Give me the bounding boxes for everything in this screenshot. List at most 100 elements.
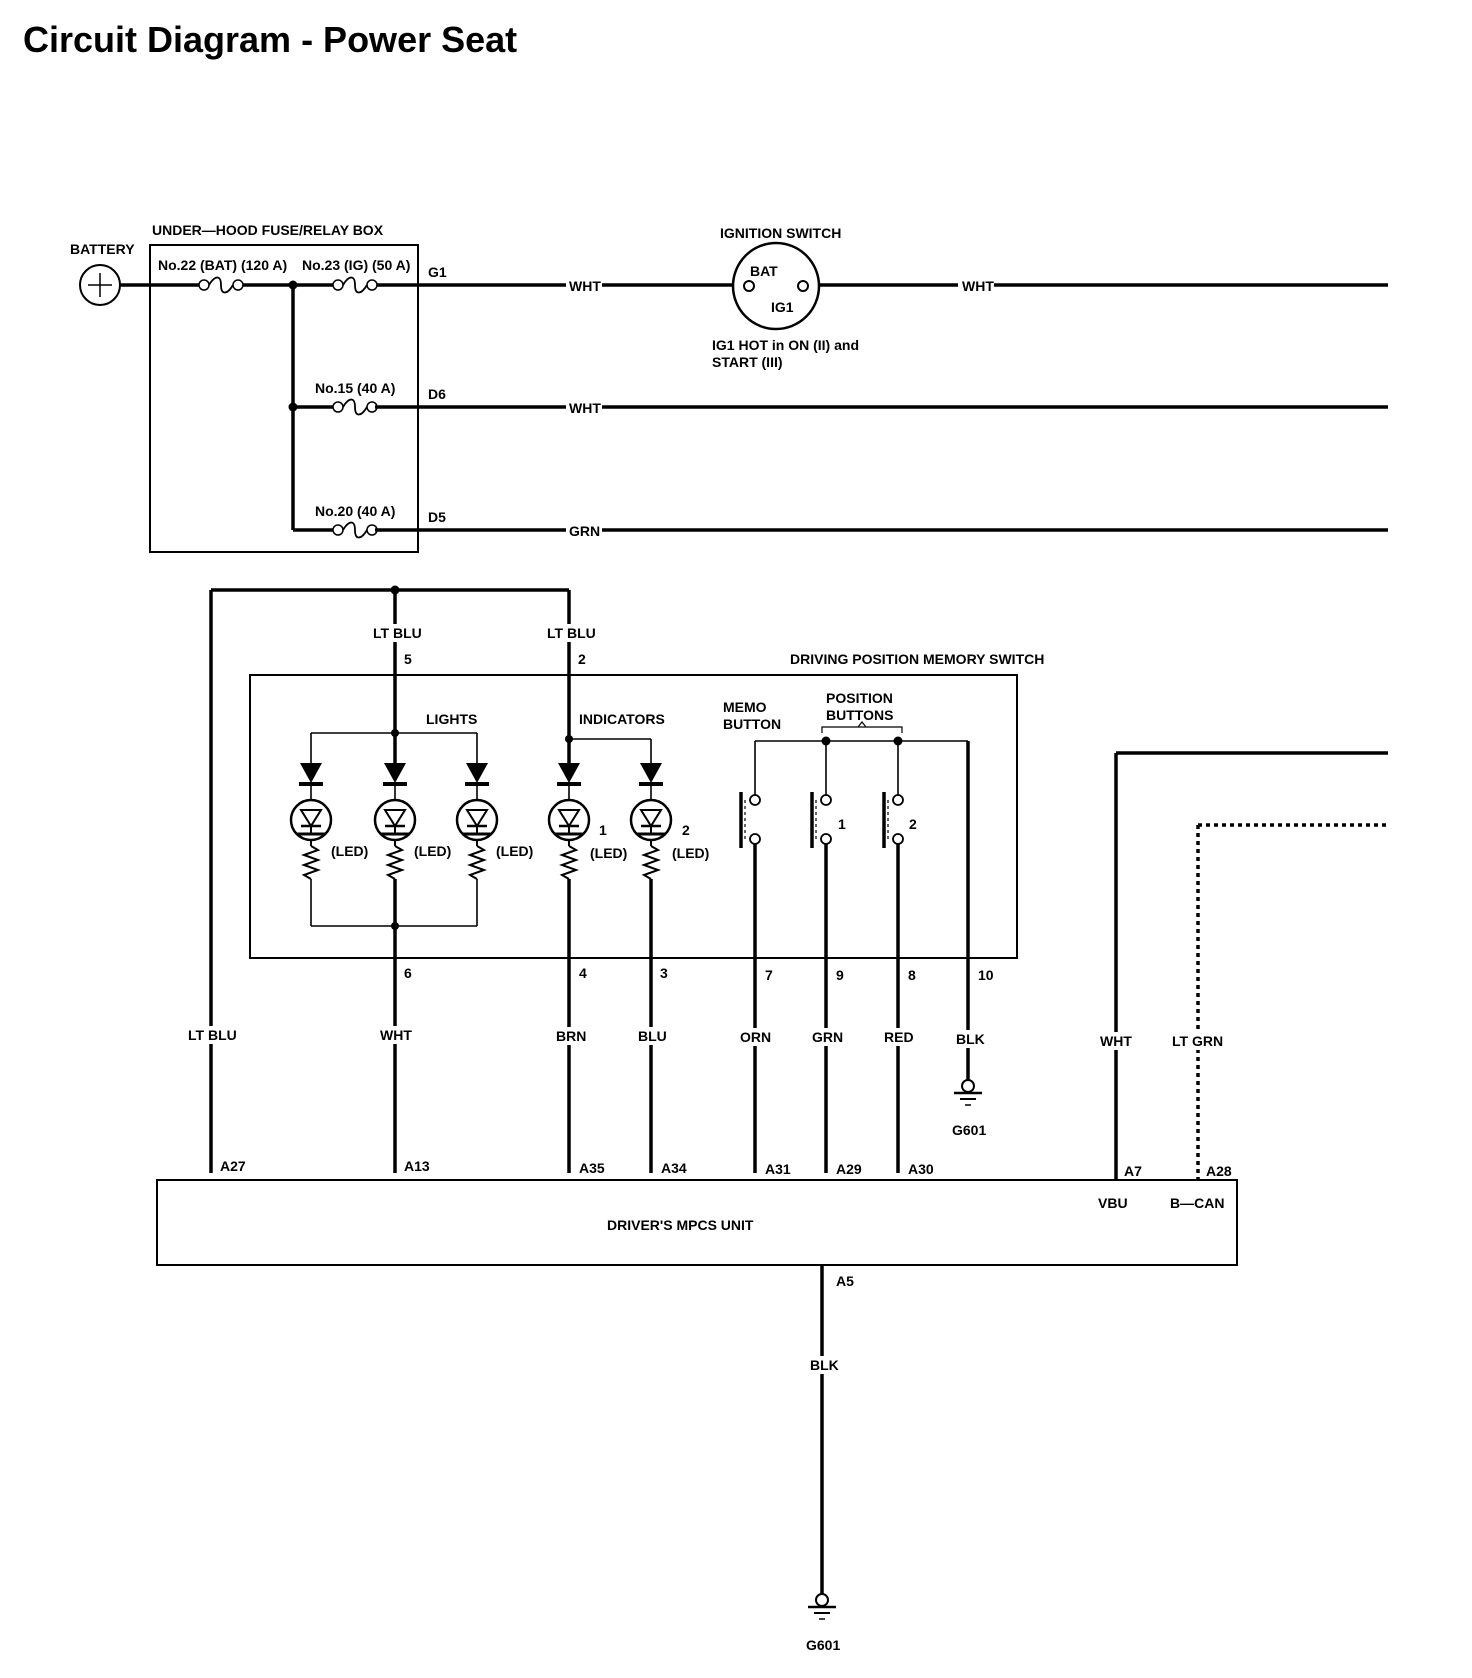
wire-label-lt-blu: LT BLU xyxy=(547,625,596,641)
fuse-box-outline xyxy=(149,244,419,553)
pin-2-label: 2 xyxy=(578,651,586,667)
memo-button-label-line1: MEMO xyxy=(723,699,767,715)
led-icon xyxy=(373,792,417,881)
led-icon xyxy=(547,792,591,881)
wire-label-lt-blu: LT BLU xyxy=(373,625,422,641)
indicator-num-2: 2 xyxy=(682,822,690,838)
pin-a31-label: A31 xyxy=(765,1161,791,1177)
ignition-ig1-label: IG1 xyxy=(771,299,794,315)
pin-a7-label: A7 xyxy=(1124,1163,1142,1179)
mpcs-unit-label: DRIVER'S MPCS UNIT xyxy=(607,1217,754,1233)
pin-a34-label: A34 xyxy=(661,1160,687,1176)
battery-icon xyxy=(79,264,121,306)
wire-label-wht: WHT xyxy=(569,278,601,294)
indicators-label: INDICATORS xyxy=(579,711,665,727)
ground-label: G601 xyxy=(806,1637,840,1653)
wire-label-wht: WHT xyxy=(1100,1033,1132,1049)
led-label: (LED) xyxy=(496,843,533,859)
wire-label-grn: GRN xyxy=(569,523,600,539)
wire-label-blu: BLU xyxy=(638,1028,667,1044)
wire-label-blk: BLK xyxy=(810,1357,839,1373)
pin-g1-label: G1 xyxy=(428,264,447,280)
fuse-20-icon xyxy=(332,521,378,539)
lights-label: LIGHTS xyxy=(426,711,477,727)
junction-dot xyxy=(565,735,573,743)
memory-switch-outline xyxy=(249,674,1018,959)
pin-10-label: 10 xyxy=(978,967,994,983)
position-switch-2-icon xyxy=(882,790,905,850)
diode-icon xyxy=(637,761,665,786)
fuse-22-label: No.22 (BAT) (120 A) xyxy=(158,257,287,273)
led-label: (LED) xyxy=(414,843,451,859)
wire-label-wht: WHT xyxy=(962,278,994,294)
fuse-20-label: No.20 (40 A) xyxy=(315,503,395,519)
fuse-15-label: No.15 (40 A) xyxy=(315,380,395,396)
pin-a29-label: A29 xyxy=(836,1161,862,1177)
led-icon xyxy=(629,792,673,881)
ignition-bat-label: BAT xyxy=(750,263,778,279)
led-label: (LED) xyxy=(331,843,368,859)
wire-label-brn: BRN xyxy=(556,1028,586,1044)
pin-4-label: 4 xyxy=(579,965,587,981)
position-switch-num-1: 1 xyxy=(838,816,846,832)
pin-a28-label: A28 xyxy=(1206,1163,1232,1179)
pin-8-label: 8 xyxy=(908,967,916,983)
indicator-num-1: 1 xyxy=(599,822,607,838)
bcan-label: B—CAN xyxy=(1170,1195,1224,1211)
battery-label: BATTERY xyxy=(70,241,135,257)
position-switch-1-icon xyxy=(810,790,833,850)
memory-switch-label: DRIVING POSITION MEMORY SWITCH xyxy=(790,651,1044,667)
position-buttons-brace xyxy=(821,721,903,733)
vbu-label: VBU xyxy=(1098,1195,1128,1211)
wire-label-lt-grn: LT GRN xyxy=(1172,1033,1223,1049)
pin-9-label: 9 xyxy=(836,967,844,983)
ignition-switch-label: IGNITION SWITCH xyxy=(720,225,841,241)
pin-6-label: 6 xyxy=(404,965,412,981)
junction-dot xyxy=(288,280,298,290)
pin-a30-label: A30 xyxy=(908,1161,934,1177)
wire-label-red: RED xyxy=(884,1029,914,1045)
mpcs-unit-outline xyxy=(156,1179,1238,1266)
junction-dot xyxy=(391,729,399,737)
pin-d6-label: D6 xyxy=(428,386,446,402)
fuse-22-icon xyxy=(198,276,244,294)
fuse-15-icon xyxy=(332,398,378,416)
pin-7-label: 7 xyxy=(765,967,773,983)
ignition-note-line1: IG1 HOT in ON (II) and xyxy=(712,337,859,353)
fuse-box-label: UNDER—HOOD FUSE/RELAY BOX xyxy=(152,222,384,238)
ground-icon xyxy=(952,1078,984,1107)
pin-a13-label: A13 xyxy=(404,1158,430,1174)
position-buttons-label-line1: POSITION xyxy=(826,690,893,706)
fuse-23-icon xyxy=(332,276,378,294)
led-icon xyxy=(455,792,499,881)
ignition-switch-icon xyxy=(731,241,821,331)
diode-icon xyxy=(555,761,583,786)
ignition-note-line2: START (III) xyxy=(712,354,783,370)
wire-label-orn: ORN xyxy=(740,1029,771,1045)
ground-icon xyxy=(806,1592,838,1621)
led-label: (LED) xyxy=(590,845,627,861)
diode-icon xyxy=(463,761,491,786)
fuse-23-label: No.23 (IG) (50 A) xyxy=(302,257,410,273)
led-label: (LED) xyxy=(672,845,709,861)
led-icon xyxy=(289,792,333,881)
pin-3-label: 3 xyxy=(660,965,668,981)
wire-label-wht: WHT xyxy=(380,1027,412,1043)
pin-a27-label: A27 xyxy=(220,1158,246,1174)
diode-icon xyxy=(297,761,325,786)
pin-5-label: 5 xyxy=(404,651,412,667)
ground-label: G601 xyxy=(952,1122,986,1138)
page-title: Circuit Diagram - Power Seat xyxy=(23,19,517,60)
pin-d5-label: D5 xyxy=(428,509,446,525)
wire-label-blk: BLK xyxy=(956,1031,985,1047)
diode-icon xyxy=(381,761,409,786)
wire-label-grn: GRN xyxy=(812,1029,843,1045)
position-buttons-label-line2: BUTTONS xyxy=(826,707,893,723)
wire-label-lt-blu: LT BLU xyxy=(188,1027,237,1043)
position-switch-num-2: 2 xyxy=(909,816,917,832)
pin-a5-label: A5 xyxy=(836,1273,854,1289)
memo-button-label-line2: BUTTON xyxy=(723,716,781,732)
wire-label-wht: WHT xyxy=(569,400,601,416)
pin-a35-label: A35 xyxy=(579,1160,605,1176)
memo-switch-icon xyxy=(739,790,762,850)
